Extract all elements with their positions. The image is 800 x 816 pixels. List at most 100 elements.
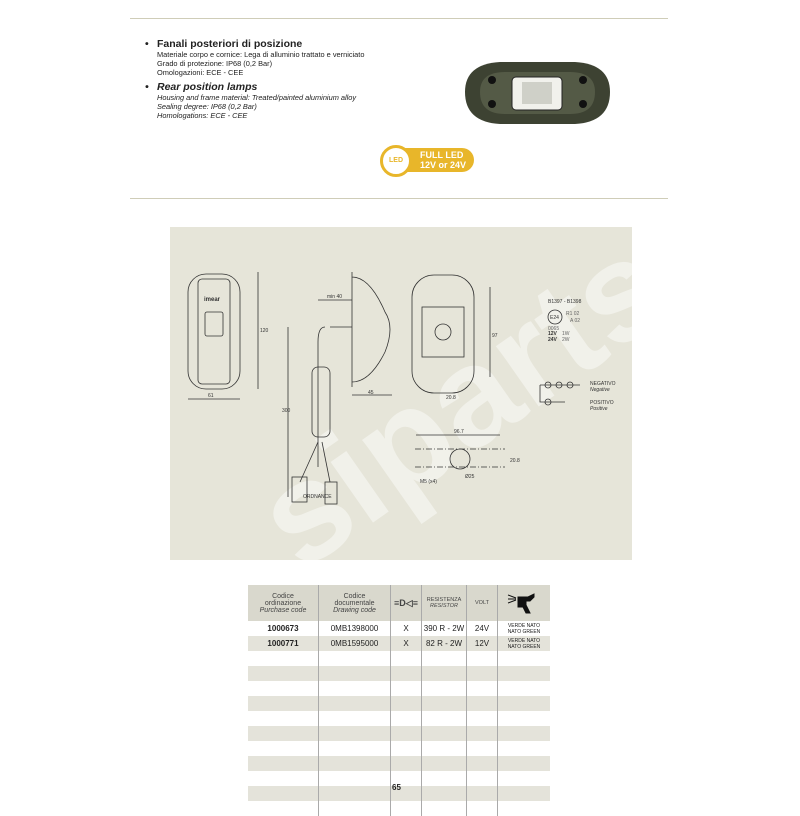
side-view xyxy=(351,272,391,387)
table-row xyxy=(248,771,550,786)
product-description: Fanali posteriori di posizione Materiale… xyxy=(145,38,364,120)
lamp-symbols-icon: ≡D◁≡ xyxy=(390,585,422,621)
table-row xyxy=(248,756,550,771)
table-cell xyxy=(318,651,391,666)
desc-line: Homologations: ECE - CEE xyxy=(157,111,248,120)
dim-97: 97 xyxy=(492,333,498,339)
table-cell xyxy=(466,801,498,816)
svg-text:96.7: 96.7 xyxy=(454,429,464,435)
negative-label: NEGATIVO xyxy=(590,381,616,387)
svg-text:Negative: Negative xyxy=(590,387,610,393)
svg-text:0065: 0065 xyxy=(548,326,559,332)
page-number: 65 xyxy=(392,783,401,792)
table-cell xyxy=(421,651,467,666)
svg-text:12V: 12V xyxy=(548,331,558,337)
table-cell xyxy=(466,711,498,726)
table-row xyxy=(248,666,550,681)
table-cell xyxy=(466,756,498,771)
table-cell xyxy=(318,681,391,696)
dim-min40: min 40 xyxy=(327,294,342,300)
table-cell xyxy=(466,771,498,786)
desc-line: Materiale corpo e cornice: Lega di allum… xyxy=(157,50,365,59)
col-color xyxy=(497,585,550,621)
table-cell xyxy=(421,756,467,771)
table-cell xyxy=(248,651,319,666)
table-cell xyxy=(318,801,391,816)
table-cell xyxy=(497,726,550,741)
table-cell xyxy=(421,696,467,711)
rear-view xyxy=(411,274,475,394)
table-cell xyxy=(318,666,391,681)
lamp-photo xyxy=(465,62,610,124)
table-cell: 1000771 xyxy=(248,636,319,651)
table-cell: 24V xyxy=(466,621,498,636)
table-cell: 0MB1398000 xyxy=(318,621,391,636)
approval-code: B1397 - B1398 xyxy=(548,299,582,305)
table-cell: 12V xyxy=(466,636,498,651)
table-cell: X xyxy=(390,621,422,636)
table-cell xyxy=(390,681,422,696)
table-cell xyxy=(497,756,550,771)
italian-block: Fanali posteriori di posizione Materiale… xyxy=(145,38,364,77)
dim-height: 120 xyxy=(260,328,269,334)
col-volt: VOLT xyxy=(466,585,498,621)
svg-text:Ø25: Ø25 xyxy=(465,474,475,480)
dim-width: 61 xyxy=(208,393,214,399)
svg-text:A 02: A 02 xyxy=(570,318,580,324)
dim-cable: 300 xyxy=(282,408,291,414)
desc-line: Omologazioni: ECE - CEE xyxy=(157,68,244,77)
brand-label: imear xyxy=(204,297,221,303)
watermark: siparts xyxy=(228,227,632,560)
table-cell xyxy=(318,726,391,741)
table-cell xyxy=(421,711,467,726)
table-cell xyxy=(498,711,551,726)
led-icon: LED xyxy=(380,145,412,177)
table-cell: 0MB1595000 xyxy=(318,636,391,651)
table-cell xyxy=(390,666,422,681)
connector-label: ORDNANCE xyxy=(303,494,332,500)
table-cell xyxy=(248,726,319,741)
table-row xyxy=(248,651,550,666)
table-cell xyxy=(390,801,422,816)
table-cell: 1000673 xyxy=(248,621,319,636)
badge-line1: FULL LED xyxy=(420,150,464,160)
top-rule xyxy=(130,18,668,19)
table-cell xyxy=(248,681,319,696)
desc-line: Housing and frame material: Treated/pain… xyxy=(157,93,357,102)
table-cell: X xyxy=(390,636,422,651)
table-cell xyxy=(390,726,422,741)
table-cell xyxy=(466,696,498,711)
table-cell xyxy=(466,651,498,666)
table-cell xyxy=(248,666,319,681)
svg-text:24V: 24V xyxy=(548,337,558,343)
table-cell: 390 R - 2W xyxy=(421,621,467,636)
badge-line2: 12V or 24V xyxy=(420,160,467,170)
title-it: Fanali posteriori di posizione xyxy=(145,38,364,50)
section-divider xyxy=(130,198,668,199)
title-en: Rear position lamps xyxy=(145,81,364,93)
table-cell xyxy=(466,681,498,696)
table-cell xyxy=(466,726,498,741)
table-cell xyxy=(390,711,422,726)
table-cell xyxy=(497,666,550,681)
table-cell xyxy=(421,786,467,801)
desc-line: Sealing degree: IP68 (0,2 Bar) xyxy=(157,102,257,111)
table-cell: 82 R - 2W xyxy=(421,636,467,651)
table-cell xyxy=(318,696,391,711)
positive-label: POSITIVO xyxy=(590,400,614,406)
table-cell xyxy=(466,666,498,681)
table-cell xyxy=(421,801,467,816)
table-cell xyxy=(318,711,391,726)
table-cell xyxy=(390,651,422,666)
spray-gun-icon xyxy=(507,593,535,614)
table-row xyxy=(248,681,550,696)
table-cell xyxy=(498,741,551,756)
full-led-badge: LED FULL LED 12V or 24V xyxy=(380,145,478,177)
e-mark: E24 xyxy=(550,315,559,321)
table-row xyxy=(248,696,550,711)
